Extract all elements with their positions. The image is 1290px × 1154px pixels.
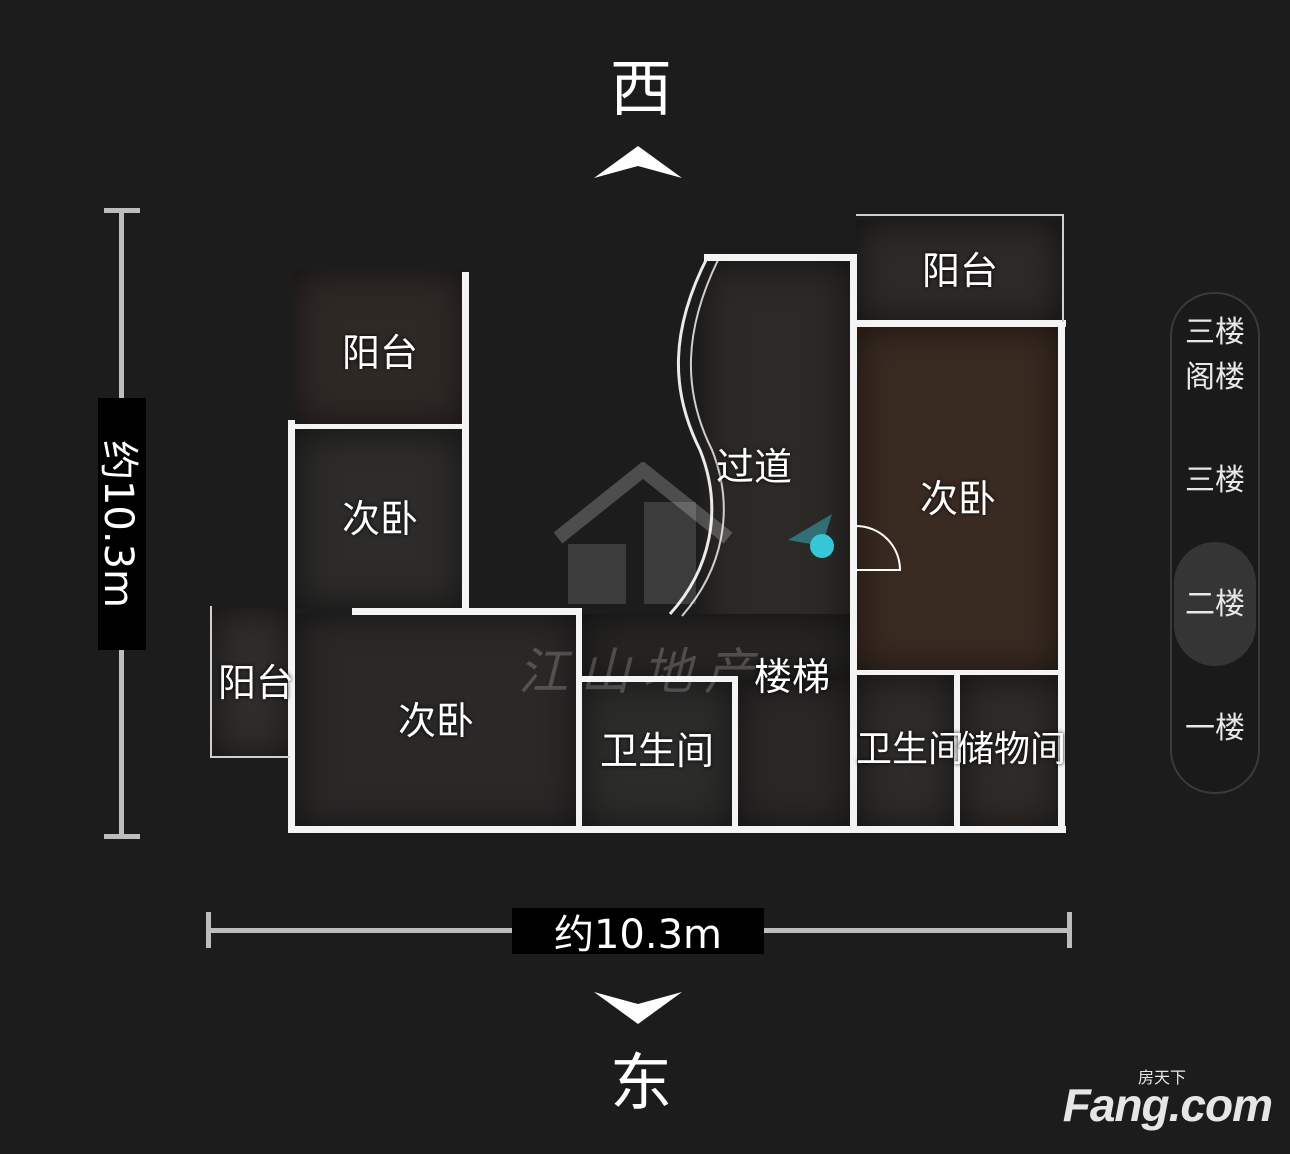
floor-selector: 三楼 阁楼 三楼 二楼 一楼 [1170,292,1260,794]
room-bathroom-right[interactable] [856,676,956,828]
room-storage[interactable] [958,676,1062,828]
vertical-dimension-cap-bottom [104,834,140,839]
wall [288,420,295,832]
floor-item-third[interactable]: 三楼 [1185,463,1245,498]
position-marker-icon[interactable] [784,510,840,566]
floor-item-second[interactable]: 二楼 [1185,587,1245,622]
north-arrow-icon[interactable] [592,142,684,180]
compass-east-label: 东 [610,1046,673,1119]
wall [576,676,736,682]
horizontal-dimension-cap-right [1067,912,1072,948]
label-bedroom-bottom-left: 次卧 [398,699,475,743]
floor-item-first[interactable]: 一楼 [1185,711,1245,746]
wall [210,606,212,758]
wall [1058,320,1065,832]
room-stairs[interactable] [580,614,850,682]
label-balcony-left: 阳台 [218,661,295,705]
south-arrow-icon[interactable] [592,990,684,1028]
wall [856,214,1064,216]
wall [1062,214,1064,322]
brand-logo: Fang.com [1062,1079,1273,1131]
wall [462,272,469,614]
label-bathroom-center: 卫生间 [600,729,715,773]
wall [576,608,582,830]
label-storage: 储物间 [958,729,1067,770]
watermark-text: 江山地产 [518,643,766,701]
compass-west-label: 西 [610,52,673,125]
vertical-dimension-cap-top [104,208,140,213]
room-bedroom-mid-left[interactable] [296,430,464,608]
wall [704,254,856,261]
door-arc-icon [855,525,902,571]
room-bedroom-right[interactable] [856,326,1060,672]
label-hallway: 过道 [716,445,793,489]
room-balcony-top-right[interactable] [856,220,1062,324]
vertical-dimension-label: 约10.3m [95,398,146,650]
label-bedroom-mid-left: 次卧 [342,497,419,541]
room-hallway[interactable] [700,262,850,682]
horizontal-dimension-cap-left [206,912,211,948]
label-bedroom-right: 次卧 [920,477,997,521]
room-bathroom-center[interactable] [580,680,734,828]
label-stairs: 楼梯 [754,655,831,699]
room-bedroom-bottom-left[interactable] [296,614,578,828]
wall [850,254,857,830]
brand-small-text: 房天下 [1137,1068,1186,1087]
label-bathroom-right: 卫生间 [856,729,965,770]
wall [288,826,1066,833]
wall [352,608,582,615]
label-balcony-top-right: 阳台 [922,249,999,293]
floor-item-attic[interactable]: 三楼 阁楼 [1185,315,1245,395]
label-balcony-top-left: 阳台 [342,331,419,375]
room-stairs-lower[interactable] [736,680,852,828]
horizontal-dimension-label: 约10.3m [512,908,764,958]
wall [732,676,738,828]
wall [850,320,1066,327]
room-balcony-top-left[interactable] [292,270,466,426]
floor-active-highlight [1174,542,1256,666]
wall [290,424,466,429]
watermark-logo-icon [553,462,733,604]
wall [210,756,290,758]
spiral-stair-outline [668,255,725,617]
wall [954,672,960,830]
room-balcony-left[interactable] [212,608,292,758]
